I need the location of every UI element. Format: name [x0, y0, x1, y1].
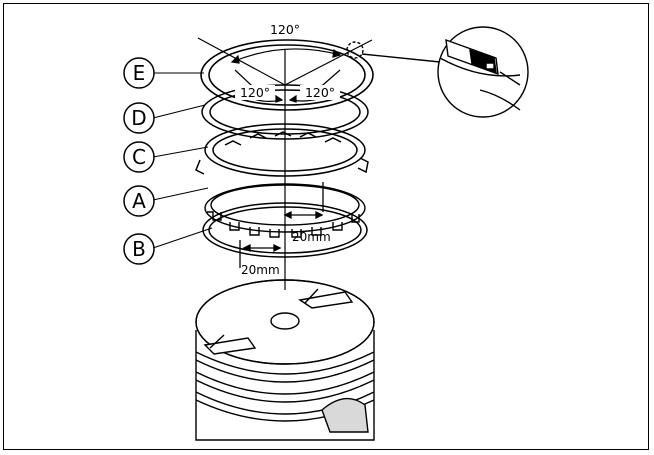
angle-arrows [230, 48, 342, 103]
label-d: D [123, 102, 155, 134]
distance-upper-text: 20mm [292, 230, 331, 244]
label-b-text: B [132, 237, 146, 261]
distance-arrows [239, 182, 324, 268]
label-a: A [123, 185, 155, 217]
distance-lower-text: 20mm [241, 263, 280, 277]
label-c: C [123, 141, 155, 173]
label-b: B [123, 233, 155, 265]
angle-left-text: 120° [240, 85, 270, 100]
label-d-text: D [131, 106, 146, 130]
angle-top-text: 120° [270, 22, 300, 37]
gap-detail-callout [346, 26, 529, 118]
ring-e [200, 39, 374, 111]
label-e-text: E [133, 61, 146, 85]
label-c-text: C [132, 145, 146, 169]
leader-lines [152, 72, 213, 249]
label-a-text: A [132, 189, 146, 213]
label-e: E [123, 57, 155, 89]
gap-lines [197, 37, 373, 290]
piston [195, 279, 375, 441]
angle-right-text: 120° [305, 85, 335, 100]
